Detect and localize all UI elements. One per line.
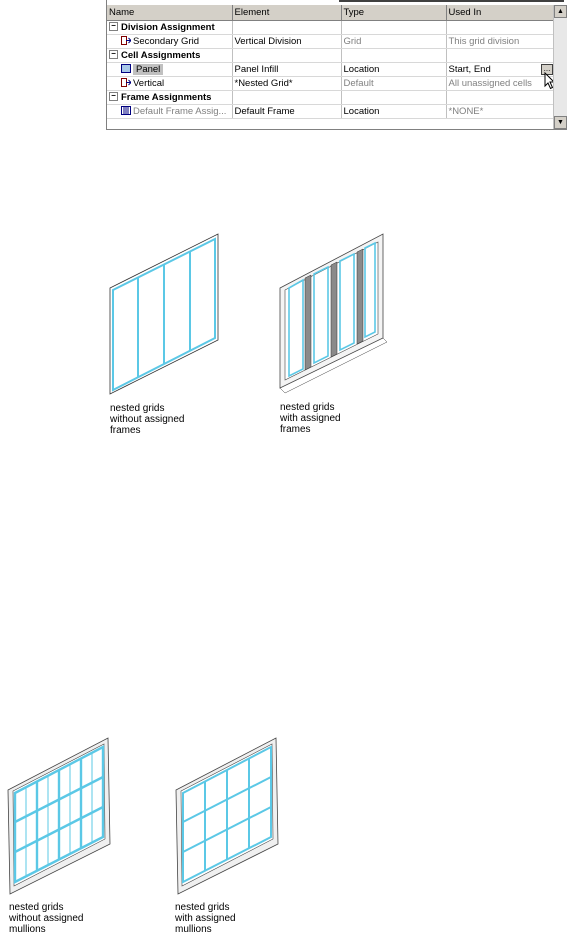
column-header-type[interactable]: Type: [341, 5, 447, 21]
category-label: Division Assignment: [121, 21, 215, 33]
glass-grid: [13, 745, 105, 884]
column-header-element[interactable]: Element: [232, 5, 342, 21]
row-type[interactable]: Default: [341, 76, 447, 91]
grid-top-border: [339, 0, 564, 2]
scroll-up-arrow-icon[interactable]: ▲: [554, 5, 567, 18]
caption-without-assigned-frames: nested grids without assigned frames: [110, 403, 185, 436]
collapse-toggle-icon[interactable]: −: [109, 50, 118, 60]
row-name: Vertical: [133, 77, 165, 89]
category-row-frame-assignments[interactable]: −Frame Assignments: [107, 90, 555, 105]
division-icon: [121, 36, 131, 46]
row-used-in[interactable]: This grid division: [446, 34, 555, 49]
row-name-selected: Panel: [133, 63, 164, 75]
table-header-row: Name Element Type Used In: [107, 5, 555, 21]
panel-icon: [121, 64, 131, 74]
row-element[interactable]: Vertical Division: [232, 34, 342, 49]
row-type[interactable]: Location: [341, 62, 447, 77]
caption-with-assigned-mullions: nested grids with assigned mullions: [175, 902, 236, 935]
division-icon: [121, 78, 131, 88]
panel-outline: [109, 233, 219, 395]
row-used-in[interactable]: All unassigned cells: [446, 76, 555, 91]
nested-grids-with-frames-figure: [279, 233, 388, 394]
collapse-toggle-icon[interactable]: −: [109, 22, 118, 32]
nested-grids-with-mullions-figure: [175, 737, 279, 895]
column-header-name[interactable]: Name: [107, 5, 233, 21]
row-type[interactable]: Grid: [341, 34, 447, 49]
curtain-wall-assignments-grid: Name Element Type Used In −Division Assi…: [106, 0, 567, 130]
glass-frame: [288, 241, 376, 378]
assignments-table: Name Element Type Used In −Division Assi…: [107, 5, 555, 119]
table-row-secondary-grid[interactable]: Secondary Grid Vertical Division Grid Th…: [107, 34, 555, 49]
glass-grid: [182, 745, 272, 884]
row-used-in[interactable]: *NONE*: [446, 104, 555, 119]
category-label: Cell Assignments: [121, 49, 201, 61]
table-row-default-frame[interactable]: Default Frame Assig... Default Frame Loc…: [107, 104, 555, 119]
frame-icon: [121, 106, 131, 116]
scroll-down-arrow-icon[interactable]: ▼: [554, 116, 567, 129]
category-row-cell-assignments[interactable]: −Cell Assignments: [107, 48, 555, 63]
nested-grids-without-frames-figure: [109, 233, 219, 395]
glass-frame: [112, 237, 216, 392]
row-element[interactable]: Panel Infill: [232, 62, 342, 77]
vertical-scrollbar[interactable]: ▲ ▼: [553, 5, 567, 129]
caption-without-assigned-mullions: nested grids without assigned mullions: [9, 902, 84, 935]
row-name: Secondary Grid: [133, 35, 200, 47]
row-type[interactable]: Location: [341, 104, 447, 119]
nested-grids-without-mullions-figure: [7, 737, 111, 895]
row-name: Default Frame Assig...: [133, 105, 227, 117]
nested-divisions: [25, 753, 93, 877]
row-element[interactable]: *Nested Grid*: [232, 76, 342, 91]
table-row-vertical[interactable]: Vertical *Nested Grid* Default All unass…: [107, 76, 555, 91]
row-element[interactable]: Default Frame: [232, 104, 342, 119]
column-header-used-in[interactable]: Used In: [446, 5, 555, 21]
category-label: Frame Assignments: [121, 91, 212, 103]
mullion-bars: [304, 248, 364, 371]
category-row-division-assignment[interactable]: −Division Assignment: [107, 20, 555, 35]
row-used-in[interactable]: Start, End: [446, 62, 555, 77]
table-row-panel[interactable]: Panel Panel Infill Location Start, End: [107, 62, 555, 77]
collapse-toggle-icon[interactable]: −: [109, 92, 118, 102]
caption-with-assigned-frames: nested grids with assigned frames: [280, 402, 341, 435]
